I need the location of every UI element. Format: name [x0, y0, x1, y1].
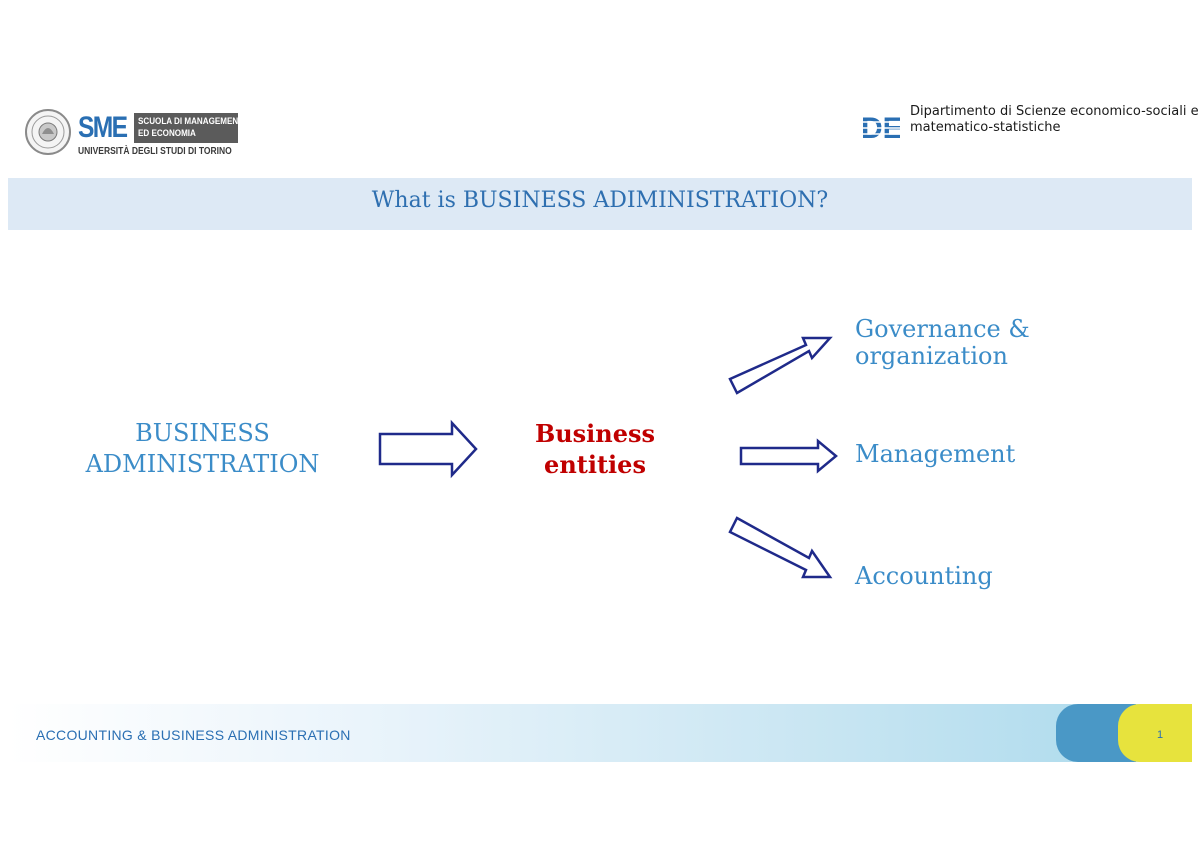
school-name-line1: SCUOLA DI MANAGEMENT — [138, 116, 244, 127]
university-name: UNIVERSITÀ DEGLI STUDI DI TORINO — [78, 146, 232, 157]
management-arrow — [739, 438, 838, 474]
footer-yellow-tab — [1118, 704, 1192, 762]
sme-logo: SME — [78, 112, 132, 144]
business-entities-line1: Business — [534, 419, 656, 448]
footer-band — [8, 704, 1192, 762]
slide-title: What is BUSINESS ADIMINISTRATION? — [371, 188, 829, 213]
governance-line1: Governance & — [855, 315, 1030, 343]
title-band — [8, 178, 1192, 230]
governance-label: Governance & organization — [855, 316, 1030, 370]
main-arrow — [378, 419, 478, 479]
department-name-line1: Dipartimento di Scienze economico-social… — [910, 104, 1199, 119]
department-name: Dipartimento di Scienze economico-social… — [910, 104, 1199, 136]
footer-course-title: ACCOUNTING & BUSINESS ADMINISTRATION — [36, 727, 351, 743]
university-seal-icon — [25, 109, 71, 155]
management-label: Management — [855, 440, 1016, 468]
department-logo-icon: DE — [860, 110, 900, 144]
accounting-arrow — [728, 516, 833, 579]
school-name-box: SCUOLA DI MANAGEMENT ED ECONOMIA — [134, 113, 243, 143]
business-administration-line1: BUSINESS — [135, 419, 270, 447]
sme-acronym: SME — [78, 111, 128, 144]
accounting-label: Accounting — [855, 562, 993, 590]
governance-line2: organization — [855, 342, 1008, 370]
business-entities-label: Business entities — [515, 418, 675, 480]
governance-arrow — [728, 336, 833, 395]
business-administration-line2: ADMINISTRATION — [85, 450, 320, 478]
business-administration-label: BUSINESS ADMINISTRATION — [60, 418, 345, 480]
page-number: 1 — [1156, 729, 1164, 741]
school-name-line2: ED ECONOMIA — [138, 128, 196, 139]
business-entities-line2: entities — [544, 450, 646, 479]
department-name-line2: matematico-statistiche — [910, 120, 1061, 135]
